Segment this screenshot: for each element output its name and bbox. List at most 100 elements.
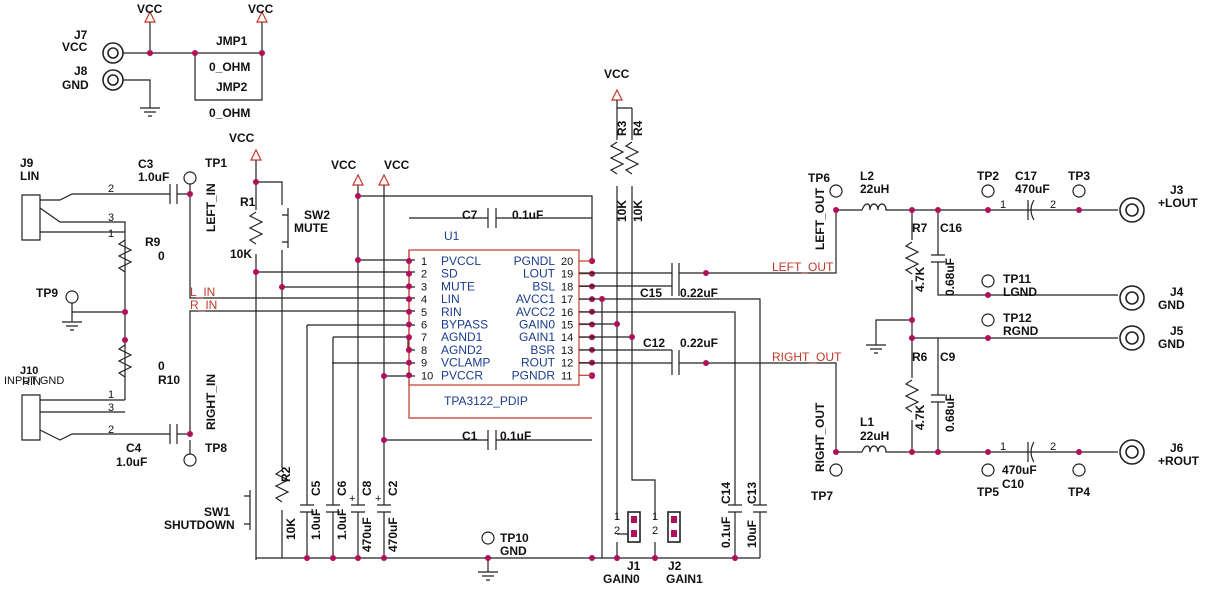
j9-pin-2: 2	[108, 183, 114, 195]
junction	[192, 50, 198, 56]
vcc-stems-top	[149, 20, 263, 53]
j1-pin2: 2	[614, 525, 620, 537]
ic-pin-7-name: AGND1	[441, 330, 483, 344]
c15-capacitor[interactable]	[579, 209, 862, 296]
junction	[253, 179, 259, 185]
c6-capacitor[interactable]	[307, 324, 415, 558]
junction	[629, 334, 635, 340]
j1-pin1: 1	[614, 511, 620, 523]
r3-resistor[interactable]	[609, 141, 625, 175]
jmp-loop-wire	[194, 53, 263, 101]
c7-c1-wires	[358, 195, 593, 441]
c2-capacitor[interactable]	[377, 185, 391, 558]
ic-pin-19-num: 19	[561, 269, 573, 281]
l2-l1-inductors[interactable]	[861, 203, 1118, 453]
tp2-circle[interactable]	[981, 184, 995, 198]
junction	[985, 292, 991, 298]
ic-pin-4-num: 4	[421, 294, 427, 306]
tp12-circle[interactable]	[981, 313, 995, 327]
r7-r6-wires	[875, 210, 913, 452]
junction	[833, 207, 839, 213]
r4-value: 10K	[631, 200, 645, 222]
junction	[147, 50, 153, 56]
tp10-circle[interactable]	[481, 531, 495, 545]
ic-pin-4-name: LIN	[441, 292, 460, 306]
tp8-circle[interactable]	[183, 453, 197, 467]
ic-ref: U1	[444, 229, 460, 243]
junction	[599, 296, 605, 302]
r7-resistor[interactable]	[904, 241, 920, 275]
c16-capacitor[interactable]	[931, 210, 1118, 296]
tp9-circle[interactable]	[65, 290, 79, 304]
ic-pin-16-num: 16	[561, 307, 573, 319]
ic-pin-15-num: 15	[561, 320, 573, 332]
r9-resistor[interactable]	[117, 239, 133, 273]
junction	[122, 309, 128, 315]
tp7-circle[interactable]	[829, 463, 843, 477]
junction	[703, 270, 709, 276]
tp4-circle[interactable]	[1072, 463, 1086, 477]
sw1-label: SHUTDOWN	[164, 518, 235, 532]
output-section: TP6 LEFT_OUT TP7 RIGHT_OUT L2 22uH L1 22…	[808, 169, 1200, 503]
j3-label: +LOUT	[1158, 196, 1198, 210]
j8-net: GND	[62, 78, 89, 92]
tp10-net: GND	[500, 544, 527, 558]
gain-section: VCC R3 R4 10K 10K 1 2 1 2 J1 GAIN0 J2 GA…	[579, 67, 862, 586]
sw2-switch[interactable]	[282, 208, 289, 248]
c5-capacitor[interactable]	[300, 325, 314, 558]
jmp2-value: 0_OHM	[209, 106, 250, 120]
c7-c1-caps[interactable]	[409, 208, 592, 450]
r6-ref: R6	[912, 350, 928, 364]
j8-ref: J8	[74, 64, 88, 78]
j9-jack-body	[21, 194, 41, 241]
tp1-circle[interactable]	[183, 171, 197, 185]
junction	[589, 555, 595, 561]
c10-pin2: 2	[1050, 441, 1056, 453]
j5-ref: J5	[1170, 324, 1184, 338]
ic-pin-20-name: PGNDL	[514, 254, 556, 268]
r6-resistor[interactable]	[904, 379, 920, 413]
tp5-circle[interactable]	[981, 463, 995, 477]
tp3-circle[interactable]	[1072, 184, 1086, 198]
junction	[614, 555, 620, 561]
sw1-switch[interactable]	[244, 490, 251, 530]
j9-wires	[39, 193, 160, 235]
j2-pin	[671, 530, 677, 537]
ic-pin-9-dot	[406, 359, 412, 366]
r4-resistor[interactable]	[624, 141, 640, 175]
ic-pin-3-num: 3	[421, 281, 427, 293]
c9-capacitor[interactable]	[912, 337, 1118, 452]
r2-resistor[interactable]	[274, 469, 290, 503]
c17-value: 470uF	[1015, 182, 1050, 196]
r10-resistor[interactable]	[117, 344, 133, 378]
j6-label: +ROUT	[1158, 454, 1200, 468]
vcc-label-1: VCC	[137, 2, 163, 16]
c5-value: 1.0uF	[309, 509, 323, 540]
junction	[355, 257, 361, 263]
j3-ref: J3	[1170, 183, 1184, 197]
r9-ref: R9	[145, 235, 161, 249]
r6-value: 4.7K	[913, 404, 927, 430]
ic-pin-2-name: SD	[441, 267, 458, 281]
r3-ref: R3	[615, 120, 629, 136]
c4-value: 1.0uF	[116, 455, 147, 469]
ic-pin-3-dot	[406, 283, 412, 290]
vcc-stem-r3	[616, 100, 632, 109]
ic-pin-6-num: 6	[421, 320, 427, 332]
c8-plus: +	[349, 493, 355, 505]
r1-resistor[interactable]	[248, 211, 264, 245]
tp6-circle[interactable]	[829, 184, 843, 198]
c16-ref: C16	[940, 221, 962, 235]
c12-capacitor[interactable]	[579, 349, 862, 453]
r10-ref: R10	[158, 373, 180, 387]
c8-capacitor[interactable]	[351, 185, 365, 558]
c13-capacitor[interactable]	[602, 298, 767, 558]
tp11-circle[interactable]	[981, 274, 995, 288]
ic-pin-20-num: 20	[561, 256, 573, 268]
c17-c10-caps[interactable]	[1027, 199, 1035, 463]
j2-pin1: 1	[652, 511, 658, 523]
junction	[304, 555, 310, 561]
